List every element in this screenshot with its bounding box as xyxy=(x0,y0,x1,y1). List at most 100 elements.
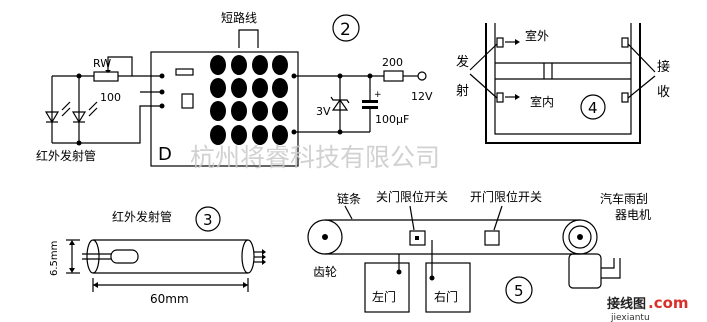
resistor-200 xyxy=(383,70,404,82)
receiver-outdoor xyxy=(621,37,629,48)
junction xyxy=(76,140,82,146)
pad-array xyxy=(210,55,288,145)
panel-3-tube-label: 红外发射管 xyxy=(112,209,172,224)
beam-arrowhead xyxy=(262,254,266,260)
zener-label: 3V xyxy=(316,105,331,118)
beam-arrowhead xyxy=(262,249,266,255)
left-door xyxy=(364,262,410,313)
rw-label: RW xyxy=(93,57,111,70)
panel-5-number-circle xyxy=(505,276,533,304)
return-wire xyxy=(52,105,162,144)
outdoor-label: 室外 xyxy=(525,28,549,43)
jumper-label: 短路线 xyxy=(221,10,257,25)
cap-label: 100μF xyxy=(375,113,409,126)
zener-bar xyxy=(330,96,350,104)
jumper-wire xyxy=(238,29,259,48)
receiver-indoor xyxy=(621,92,629,103)
ir-led-2 xyxy=(71,111,87,124)
panel-3-ir-tube: 红外发射管 3 6.5mm 60mm xyxy=(49,206,266,306)
zener-diode xyxy=(331,98,349,111)
pad xyxy=(252,78,268,98)
motor-label-2: 器电机 xyxy=(615,208,651,222)
capacitor-plate xyxy=(362,100,378,103)
pointer-line xyxy=(493,205,503,231)
close-limit-label: 关门限位开关 xyxy=(376,189,448,204)
capacitor-plate xyxy=(362,106,378,109)
panel-2-number: 2 xyxy=(340,20,351,40)
wiper-motor xyxy=(568,253,602,289)
terminal xyxy=(159,103,165,109)
pad xyxy=(210,101,226,121)
motor-lead xyxy=(601,258,615,269)
junction xyxy=(337,129,343,135)
panel-4-door-sensors: 室外 室内 发 射 接 收 4 xyxy=(456,23,670,144)
pad xyxy=(272,101,288,121)
pointer-line xyxy=(627,75,656,99)
gear-label: 齿轮 xyxy=(313,265,337,279)
emit-label-2: 射 xyxy=(456,83,469,99)
company-watermark: 杭州将睿科技有限公司 xyxy=(190,143,440,172)
chip-letter: D xyxy=(158,144,172,165)
emit-label-1: 发 xyxy=(456,54,469,70)
motor-label-1: 汽车雨刮 xyxy=(600,191,648,206)
pad xyxy=(210,125,226,145)
emission-arrow xyxy=(88,101,98,111)
pad xyxy=(272,55,288,75)
open-limit-label: 开门限位开关 xyxy=(470,189,542,204)
beam-arrowhead xyxy=(515,94,520,100)
switch-contact xyxy=(415,236,419,240)
rw-resistor xyxy=(93,71,119,82)
panel-2-circuit: 短路线 D 2 RW xyxy=(36,10,433,167)
recv-label-1: 接 xyxy=(657,59,670,75)
pad xyxy=(231,101,247,121)
emission-arrow xyxy=(61,107,71,117)
pointer-line xyxy=(469,73,498,99)
panel-4-number: 4 xyxy=(588,99,598,117)
ir-led-1 xyxy=(44,111,60,124)
beam-arrowhead xyxy=(515,39,520,45)
res-value: 200 xyxy=(382,56,403,69)
right-door-label: 右门 xyxy=(434,289,458,304)
emitter-indoor xyxy=(496,92,504,103)
pad xyxy=(210,55,226,75)
door-link-pin xyxy=(396,269,402,275)
motor-pulley-inner xyxy=(568,225,592,249)
open-limit-switch xyxy=(484,230,500,246)
pad xyxy=(231,125,247,145)
rw-wiper-wire xyxy=(107,56,133,77)
junction xyxy=(337,73,343,79)
dim-arrow xyxy=(69,240,75,245)
right-door xyxy=(425,262,471,313)
pointer-line xyxy=(344,205,353,220)
rw-value: 100 xyxy=(100,91,121,104)
pad xyxy=(252,125,268,145)
ir-tube-label: 红外发射管 xyxy=(36,148,96,163)
dim-arrow xyxy=(69,268,75,273)
left-door-label: 左门 xyxy=(372,289,396,304)
gear xyxy=(307,219,343,255)
cap-plus: + xyxy=(374,90,382,100)
pointer-line xyxy=(409,205,415,231)
panel-4-number-circle xyxy=(580,94,606,120)
motor-pulley-hub xyxy=(577,234,583,240)
module-slot xyxy=(175,68,194,76)
emitter-outdoor xyxy=(496,37,504,48)
panel-5-number: 5 xyxy=(514,282,524,300)
site-logo: 接线图 xyxy=(607,296,646,312)
rw-wiper-arrow xyxy=(105,70,111,73)
recv-label-2: 收 xyxy=(657,85,670,100)
pad xyxy=(252,101,268,121)
pad xyxy=(252,55,268,75)
length-label: 60mm xyxy=(150,292,189,306)
panel-5-mechanism: 链条 齿轮 关门限位开关 开门限位开关 汽车雨刮 器电机 左门 右门 5 xyxy=(307,189,651,313)
terminal xyxy=(159,73,165,79)
beam-arrowhead xyxy=(262,259,266,265)
emission-arrow xyxy=(61,101,71,111)
pad xyxy=(272,78,288,98)
site-logo-suffix: .com xyxy=(648,294,689,312)
diameter-label: 6.5mm xyxy=(49,241,60,276)
emission-arrow xyxy=(88,107,98,117)
pad xyxy=(272,125,288,145)
